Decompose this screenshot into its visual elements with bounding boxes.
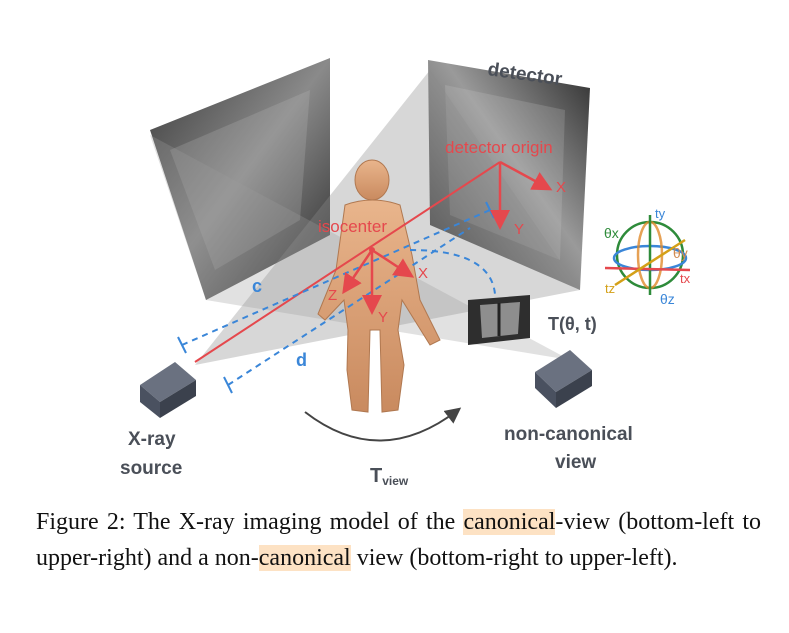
transform-thumbnail <box>468 295 530 345</box>
tview-label: Tview <box>370 465 409 488</box>
distance-lines <box>181 209 497 386</box>
axis-x-iso-label: X <box>418 265 428 282</box>
transform-label: T(θ, t) <box>548 314 597 334</box>
caption-highlight-2: canonical <box>258 545 351 571</box>
rot-tx-label: tx <box>680 271 691 286</box>
axis-y-det-label: Y <box>514 221 524 238</box>
rot-ty-label: ty <box>655 206 666 221</box>
isocenter-label: isocenter <box>318 217 387 236</box>
axis-y-iso-label: Y <box>378 309 388 326</box>
figure-caption: Figure 2: The X-ray imaging model of the… <box>36 504 761 576</box>
left-detector-panel <box>150 58 330 300</box>
rot-theta-z-label: θz <box>660 291 675 307</box>
distance-d-label: d <box>296 350 307 370</box>
xray-imaging-diagram: detector detector origin isocenter X Y X… <box>120 58 691 488</box>
xray-source-label-1: X-ray <box>128 429 176 450</box>
rot-theta-y-label: θy <box>673 245 688 261</box>
detector-origin-axes <box>490 160 553 230</box>
caption-suffix: view (bottom-right to upper-left). <box>350 545 678 571</box>
noncanonical-label-2: view <box>555 452 596 473</box>
axis-x-label: X <box>556 179 566 196</box>
isocenter-axes <box>342 248 415 315</box>
detector-origin-label: detector origin <box>445 138 553 157</box>
axis-z-label: Z <box>328 287 337 304</box>
xray-source-box <box>140 362 196 418</box>
distance-c-label: c <box>252 276 262 296</box>
caption-highlight-1: canonical <box>463 509 556 535</box>
central-ray <box>194 161 501 363</box>
rot-theta-x-label: θx <box>604 225 619 241</box>
noncanonical-source-box <box>535 350 592 408</box>
xray-source-label-2: source <box>120 458 182 479</box>
caption-prefix: Figure 2: The X-ray imaging model of the <box>36 509 464 535</box>
tview-arrow <box>304 407 462 442</box>
isocenter-point <box>369 247 375 253</box>
caption-middle: -view (bottom-left to upper-right) and a… <box>36 509 761 571</box>
noncanonical-label-1: non-canonical <box>504 424 633 445</box>
rot-tz-label: tz <box>605 281 615 296</box>
rotation-gizmo-icon <box>604 215 691 295</box>
